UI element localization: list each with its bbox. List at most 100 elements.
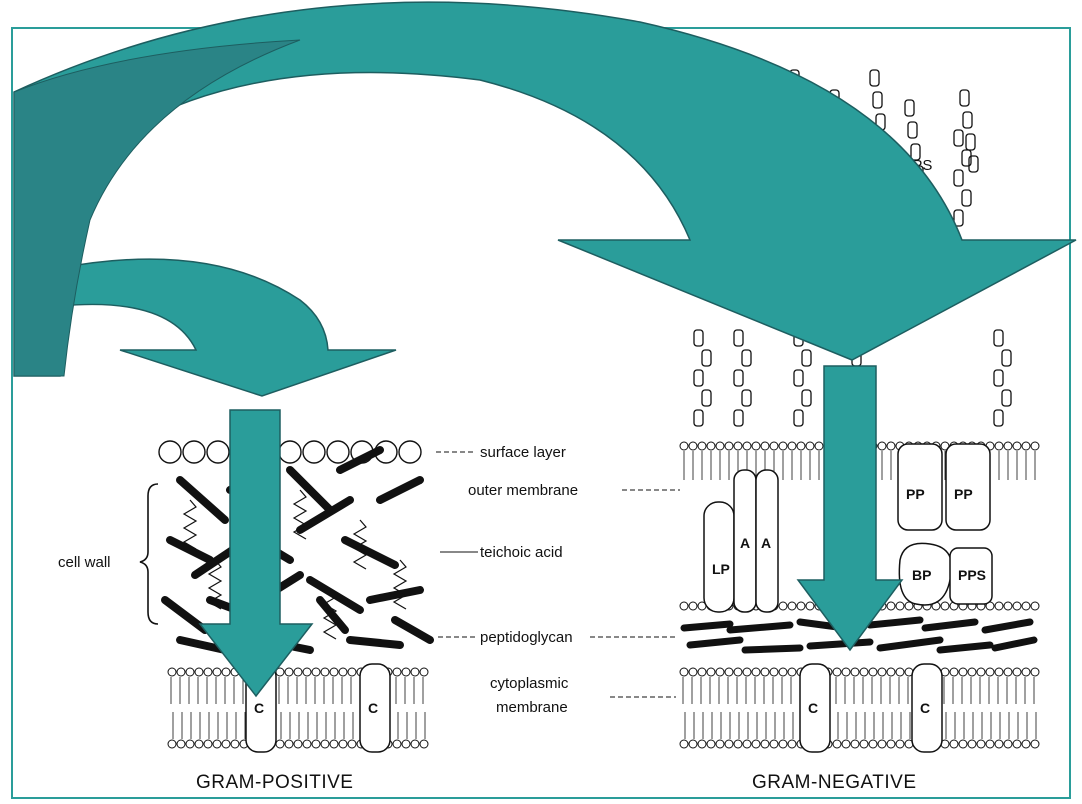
protein-bp: BP [912, 567, 931, 583]
outer-lipid-head [1013, 602, 1021, 610]
outer-lipid-head [896, 602, 904, 610]
lipid-head-bottom [330, 740, 338, 748]
cytoplasmic-label: cytoplasmic [490, 675, 569, 692]
peptidoglycan-rod [940, 645, 990, 650]
lipid-head-bottom [411, 740, 419, 748]
lps-segment [742, 350, 751, 366]
lps-segment [960, 90, 969, 106]
surface-layer-label: surface layer [480, 444, 566, 461]
peptidoglycan-rod [745, 648, 800, 650]
lipid-head-top [959, 668, 967, 676]
outer-lipid-head [797, 442, 805, 450]
lipid-head-bottom [420, 740, 428, 748]
lipid-head-bottom [743, 740, 751, 748]
layer-labels: surface layer outer membrane teichoic ac… [436, 444, 680, 716]
lipid-head-top [303, 668, 311, 676]
outer-lipid-head [770, 442, 778, 450]
lps-segment [994, 330, 1003, 346]
lipid-head-bottom [896, 740, 904, 748]
lipid-head-top [878, 668, 886, 676]
lipid-head-bottom [869, 740, 877, 748]
outer-lipid-head [995, 602, 1003, 610]
outer-lipid-head [761, 442, 769, 450]
lps-segment [742, 390, 751, 406]
lps-segment [734, 370, 743, 386]
lipid-head-top [168, 668, 176, 676]
peptidoglycan-rod [684, 624, 730, 628]
lps-segment [694, 410, 703, 426]
lipid-head-bottom [294, 740, 302, 748]
gn-membrane [680, 668, 1039, 748]
lipid-head-top [752, 668, 760, 676]
lipid-head-top [689, 668, 697, 676]
lps-segment [702, 350, 711, 366]
lipid-head-bottom [402, 740, 410, 748]
lps-segment [802, 390, 811, 406]
lipid-head-top [680, 668, 688, 676]
lipid-head-bottom [707, 740, 715, 748]
lipid-head-top [995, 668, 1003, 676]
lipid-head-bottom [1022, 740, 1030, 748]
lipid-head-bottom [321, 740, 329, 748]
lipid-head-bottom [752, 740, 760, 748]
lps-segment [962, 190, 971, 206]
lipid-head-bottom [186, 740, 194, 748]
peptidoglycan-rod [165, 600, 205, 630]
lipid-head-top [698, 668, 706, 676]
lipid-head-top [330, 668, 338, 676]
peptidoglycan-rod [345, 540, 395, 565]
outer-lipid-head [743, 442, 751, 450]
lipid-head-top [761, 668, 769, 676]
outer-lipid-head [887, 602, 895, 610]
lps-segment [1002, 390, 1011, 406]
lipid-head-bottom [842, 740, 850, 748]
lps-segment [794, 370, 803, 386]
protein-a2: A [761, 535, 771, 551]
lipid-head-top [977, 668, 985, 676]
lipid-head-top [887, 668, 895, 676]
lipid-head-top [1022, 668, 1030, 676]
lipid-head-top [860, 668, 868, 676]
peptidoglycan-rod [870, 620, 920, 625]
protein-lp: LP [712, 561, 730, 577]
lipid-head-top [707, 668, 715, 676]
lipid-head-bottom [860, 740, 868, 748]
lipid-head-top [195, 668, 203, 676]
lipid-head-top [833, 668, 841, 676]
lipid-head-bottom [213, 740, 221, 748]
outer-lipid-head [788, 442, 796, 450]
outer-lipid-head [995, 442, 1003, 450]
lipid-head-bottom [312, 740, 320, 748]
down-arrow-gram-positive [200, 410, 312, 696]
lps-segment [794, 410, 803, 426]
lipid-head-top [186, 668, 194, 676]
outer-lipid-head [716, 442, 724, 450]
peptidoglycan-rod [370, 590, 420, 600]
lps-segment [954, 170, 963, 186]
lipid-head-top [851, 668, 859, 676]
protein-pps: PPS [958, 567, 986, 583]
lipid-head-bottom [725, 740, 733, 748]
outer-lipid-head [680, 442, 688, 450]
lps-segment [908, 122, 917, 138]
cell-wall-label: cell wall [58, 554, 111, 571]
lipid-head-top [420, 668, 428, 676]
lipid-head-bottom [680, 740, 688, 748]
lipid-head-bottom [393, 740, 401, 748]
lps-segment [870, 70, 879, 86]
surface-oval [399, 441, 421, 463]
outer-lipid-head [779, 442, 787, 450]
lipid-head-bottom [761, 740, 769, 748]
lipid-head-bottom [959, 740, 967, 748]
lipid-head-bottom [1031, 740, 1039, 748]
gp-peptidoglycan-rods [165, 450, 430, 650]
lipid-head-bottom [968, 740, 976, 748]
lipid-head-bottom [995, 740, 1003, 748]
lipid-head-top [294, 668, 302, 676]
outer-lipid-head [788, 602, 796, 610]
lps-segment [734, 330, 743, 346]
lipid-head-top [393, 668, 401, 676]
small-curved-arrow [60, 259, 396, 396]
peptidoglycan-rod [395, 620, 430, 640]
lipid-head-bottom [716, 740, 724, 748]
